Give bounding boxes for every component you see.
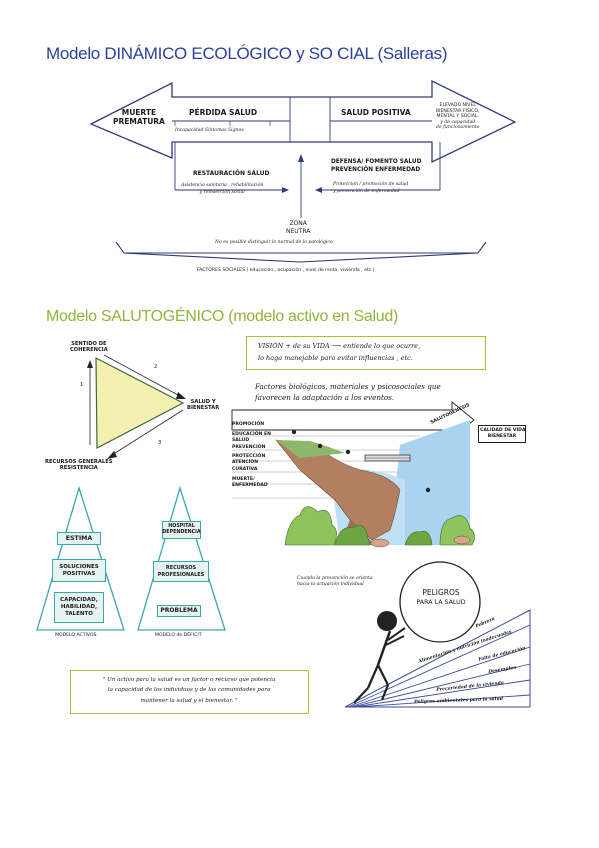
bottom-bracket (115, 241, 487, 254)
top-double-arrow (89, 79, 517, 164)
factores-text: Factores biológicos, materiales y psicos… (255, 382, 441, 403)
vision-box (246, 336, 486, 370)
perdida-items: Incapacidad Síntomas Signos (175, 128, 244, 133)
modelo-activos-label: MODELO ACTIVOS (55, 633, 97, 638)
problema-box: PROBLEMA (157, 605, 201, 617)
capacidad-box: CAPACIDAD,HABILIDAD,TALENTO (54, 592, 104, 623)
factores-sociales-text: FACTORES SOCIALES ( educación , ocupació… (197, 268, 375, 273)
modelo-deficit-label: MODELO de DÉFICIT (155, 633, 202, 638)
section2-title: Modelo SALUTOGÉNICO (modelo activo en Sa… (46, 308, 398, 325)
salud-positiva-label: SALUD POSITIVA (341, 108, 411, 117)
ecological-model-diagram (89, 79, 517, 263)
section1-title: Modelo DINÁMICO ECOLÓGICO y SO CIAL (Sal… (46, 44, 448, 63)
zona-neutra-text: No es posible distinguir lo normal de lo… (215, 240, 333, 245)
restauracion-label: RESTAURACIÓN SALUD (193, 170, 270, 177)
pyramid-deficit (137, 485, 226, 631)
stream-labels: PROMOCIÓN EDUCACIÓN EN SALUD PREVENCIÓN … (232, 422, 272, 489)
vision-text: VISIÓN + de su VIDA ⟶ entiende lo que oc… (258, 342, 421, 363)
triangle-n2: 2 (154, 364, 158, 370)
estima-box: ESTIMA (57, 532, 101, 545)
perdida-salud-label: PÉRDIDA SALUD (189, 108, 258, 117)
triangle-n3: 3 (158, 440, 162, 446)
triangle-n1: 1 (80, 382, 84, 388)
quote-text: " Un activo para la salud es un factor o… (102, 677, 276, 704)
quote-box (70, 670, 309, 714)
